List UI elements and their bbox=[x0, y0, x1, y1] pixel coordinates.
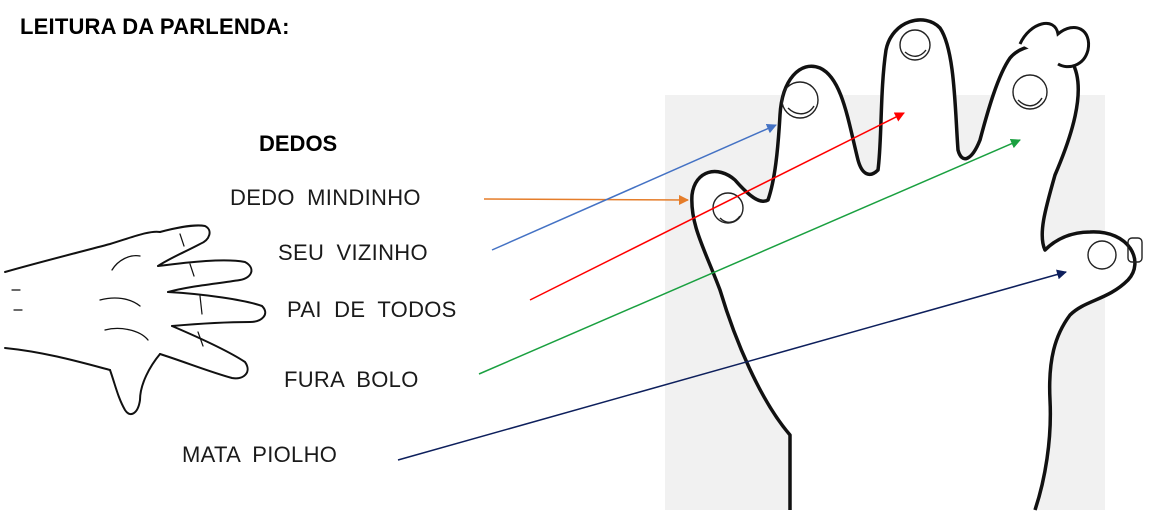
fingers-heading: DEDOS bbox=[259, 131, 338, 156]
arrow-mata-piolho bbox=[397, 269, 1067, 461]
label-pai-de-todos: PAI DE TODOS bbox=[287, 297, 457, 322]
puppet-glove-drawing bbox=[665, 18, 1143, 511]
left-hand-drawing bbox=[4, 224, 267, 416]
page-title: LEITURA DA PARLENDA: bbox=[20, 14, 290, 39]
arrow-pai-de-todos bbox=[529, 112, 905, 301]
label-seu-vizinho: SEU VIZINHO bbox=[278, 240, 428, 265]
arrow-seu-vizinho bbox=[491, 124, 777, 251]
label-dedo-mindinho: DEDO MINDINHO bbox=[230, 185, 421, 210]
label-mata-piolho: MATA PIOLHO bbox=[182, 442, 338, 467]
arrow-fura-bolo bbox=[478, 138, 1021, 375]
label-fura-bolo: FURA BOLO bbox=[284, 367, 419, 392]
arrow-dedo-mindinho bbox=[483, 194, 689, 205]
